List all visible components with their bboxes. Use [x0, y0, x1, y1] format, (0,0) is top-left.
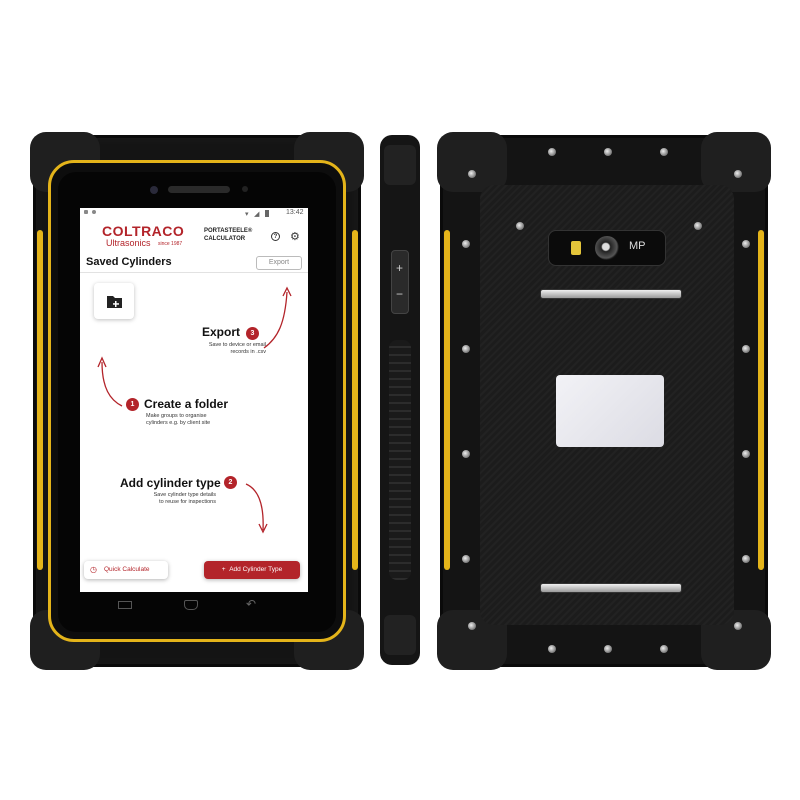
status-bar: ▾ ◢ 13:42	[80, 208, 308, 220]
add-plus-icon: +	[221, 566, 226, 573]
flash-icon	[571, 241, 581, 255]
screw-icon	[468, 622, 476, 630]
step1-title: Create a folder	[144, 397, 229, 411]
camera-mp-label: MP	[629, 240, 646, 252]
back-nav-icon[interactable]: ↶	[246, 597, 257, 611]
step2-badge: 2	[224, 476, 237, 489]
notification-dot-icon	[92, 210, 96, 214]
step2-title: Add cylinder type	[120, 476, 221, 490]
screw-icon	[468, 170, 476, 178]
back-bumper-top-right	[701, 132, 771, 192]
status-time: 13:42	[286, 209, 304, 216]
screw-icon	[604, 148, 612, 156]
quick-calculate-button[interactable]: ◷ Quick Calculate	[84, 561, 168, 579]
quick-calculate-label: Quick Calculate	[104, 566, 150, 573]
screw-icon	[462, 450, 470, 458]
screw-icon	[734, 622, 742, 630]
screw-icon	[548, 148, 556, 156]
tutorial-arrows	[97, 286, 292, 534]
volume-rocker[interactable]: + −	[391, 250, 409, 314]
settings-gear-icon[interactable]: ⚙	[290, 231, 300, 243]
brand-logo: COLTRACO	[102, 223, 185, 239]
screw-icon	[742, 555, 750, 563]
side-bottom-bumper	[384, 615, 416, 655]
step3-title: Export	[202, 325, 241, 339]
back-right-yellow-stripe	[758, 230, 764, 570]
screw-icon	[516, 222, 524, 230]
step3-badge: 3	[246, 327, 259, 340]
back-bumper-top-left	[437, 132, 507, 192]
volume-down-icon[interactable]: −	[396, 287, 404, 301]
sensor-icon	[242, 186, 248, 192]
side-top-bumper	[384, 145, 416, 185]
screw-icon	[660, 148, 668, 156]
speaker-grille	[168, 186, 230, 193]
brand-since: since 1987	[158, 241, 183, 247]
create-folder-tile[interactable]	[94, 283, 134, 319]
brand-sub: Ultrasonics	[106, 238, 151, 248]
back-left-yellow-stripe	[444, 230, 450, 570]
step1-badge: 1	[126, 398, 139, 411]
step1-desc-line2: cylinders e.g. by client site	[146, 420, 211, 426]
rear-camera-module: MP	[548, 230, 666, 266]
screw-icon	[742, 450, 750, 458]
header-divider	[80, 272, 308, 273]
product-line1: PORTASTEELE®	[204, 228, 253, 234]
product-line2: CALCULATOR	[204, 236, 246, 242]
notification-icon	[84, 210, 88, 214]
left-yellow-stripe	[37, 230, 43, 570]
menu-nav-icon[interactable]	[118, 601, 132, 609]
add-cylinder-type-button[interactable]: + Add Cylinder Type	[204, 561, 300, 579]
wifi-icon: ▾	[245, 211, 249, 218]
volume-up-icon[interactable]: +	[396, 261, 404, 275]
app-screen: ▾ ◢ 13:42 COLTRACO Ultrasonics since 198…	[80, 208, 308, 592]
screw-icon	[548, 645, 556, 653]
export-button[interactable]: Export	[256, 256, 302, 270]
step3-desc-line2: records in .csv	[230, 349, 266, 355]
screw-icon	[694, 222, 702, 230]
right-yellow-stripe	[352, 230, 358, 570]
page-title: Saved Cylinders	[86, 256, 172, 268]
screw-icon	[462, 240, 470, 248]
step1-desc-line1: Make groups to organise	[146, 413, 207, 419]
nfc-panel	[556, 375, 664, 447]
screw-icon	[734, 170, 742, 178]
stopwatch-icon: ◷	[90, 565, 97, 574]
battery-icon	[265, 210, 269, 217]
bottom-strap-bar	[540, 583, 682, 593]
signal-icon: ◢	[254, 211, 260, 218]
screw-icon	[742, 240, 750, 248]
screw-icon	[462, 555, 470, 563]
side-grip	[389, 340, 411, 580]
screw-icon	[742, 345, 750, 353]
folder-add-icon	[107, 296, 122, 308]
step2-desc-line2: to reuse for inspections	[159, 499, 216, 505]
camera-lens-icon	[595, 236, 619, 260]
help-icon[interactable]: ?	[271, 232, 280, 241]
screw-icon	[462, 345, 470, 353]
front-camera-icon	[150, 186, 158, 194]
step3-desc-line1: Save to device or email	[208, 342, 266, 348]
home-nav-icon[interactable]	[184, 600, 198, 610]
add-cylinder-type-label: Add Cylinder Type	[229, 566, 283, 573]
screw-icon	[660, 645, 668, 653]
screw-icon	[604, 645, 612, 653]
step2-desc-line1: Save cylinder type details	[153, 492, 216, 498]
top-strap-bar	[540, 289, 682, 299]
